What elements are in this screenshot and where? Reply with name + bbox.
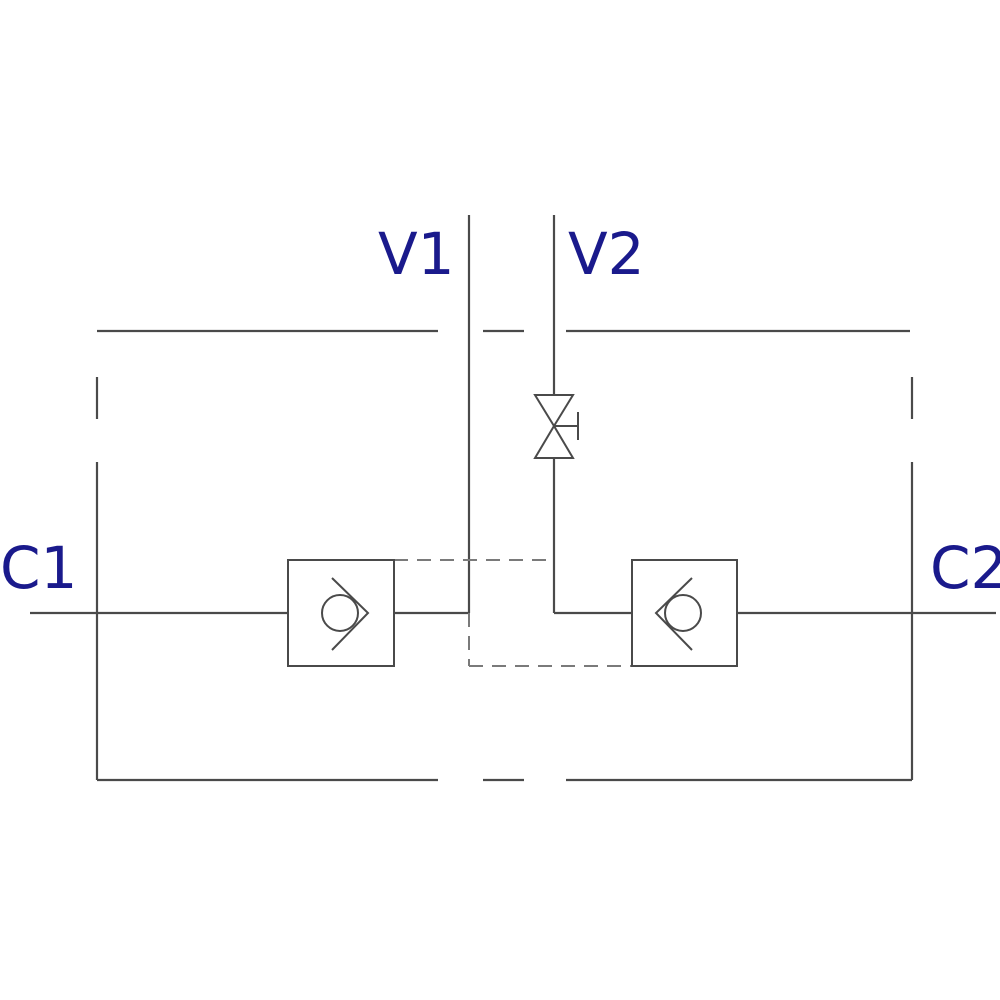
shutoff-valve-v2 bbox=[533, 394, 579, 459]
check-valve-c2-seat bbox=[654, 577, 693, 651]
port-label-c1: C1 bbox=[0, 534, 77, 602]
port-label-v2: V2 bbox=[568, 220, 645, 288]
check-valve-c1-seat bbox=[331, 577, 370, 651]
port-label-v1: V1 bbox=[378, 220, 455, 288]
shutoff-valve-upper-triangle bbox=[533, 394, 575, 428]
check-valve-c1 bbox=[287, 559, 395, 667]
check-valve-c1-ball bbox=[321, 594, 359, 632]
port-label-c2: C2 bbox=[930, 534, 1000, 602]
check-valve-c2-body bbox=[631, 559, 738, 667]
check-valve-c2-ball bbox=[664, 594, 702, 632]
flow-lines bbox=[30, 215, 996, 615]
check-valve-c1-body bbox=[287, 559, 395, 667]
shutoff-valve-lower-triangle bbox=[533, 424, 575, 459]
pilot-lines bbox=[394, 559, 632, 667]
enclosure-outline bbox=[95, 329, 914, 782]
check-valve-c2 bbox=[631, 559, 738, 667]
